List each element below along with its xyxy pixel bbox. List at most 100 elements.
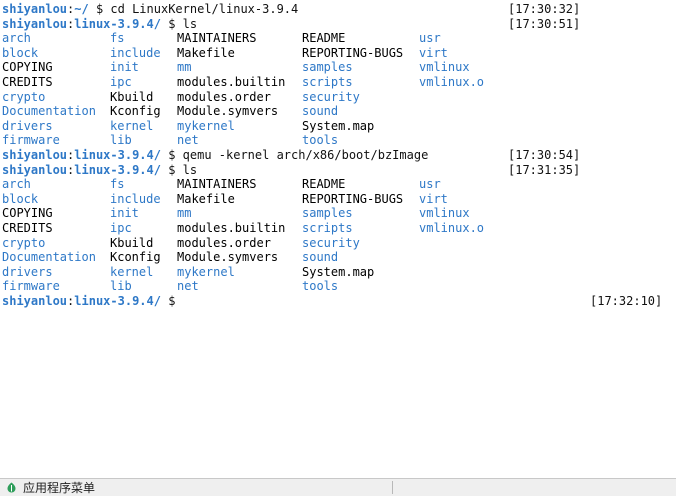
- command-text: ls: [182, 16, 198, 31]
- prompt-user: shiyanlou: [2, 2, 68, 16]
- directory-entry: ipc: [110, 220, 132, 235]
- taskbar-divider: [392, 481, 393, 494]
- prompt-user: shiyanlou: [2, 293, 68, 308]
- ls-output-row: CREDITS ipc modules.builtin scripts vmlinux.…: [2, 75, 676, 90]
- file-entry: COPYING: [2, 60, 53, 75]
- directory-entry: scripts: [302, 220, 353, 235]
- file-entry: Kbuild: [110, 235, 154, 250]
- directory-entry: drivers: [2, 118, 53, 133]
- file-entry: README: [302, 177, 346, 192]
- prompt-separator: :: [67, 293, 75, 308]
- file-entry: CREDITS: [2, 74, 53, 89]
- directory-entry: init: [110, 206, 139, 221]
- app-menu-button[interactable]: 应用程序菜单: [0, 479, 105, 496]
- directory-entry: init: [110, 60, 139, 75]
- directory-entry: block: [2, 191, 39, 206]
- directory-entry: samples: [302, 60, 353, 75]
- directory-entry: include: [110, 191, 161, 206]
- directory-entry: arch: [2, 177, 31, 192]
- directory-entry: samples: [302, 206, 353, 221]
- directory-entry: tools: [302, 279, 339, 294]
- executable-entry: vmlinux.o: [419, 220, 485, 235]
- ls-output-row: COPYING init mm samples vmlinux: [2, 60, 676, 75]
- prompt-symbol: $: [160, 16, 183, 31]
- directory-entry: firmware: [2, 279, 60, 294]
- file-entry: Kbuild: [110, 89, 154, 104]
- prompt-symbol: $: [160, 162, 183, 177]
- directory-entry: scripts: [302, 74, 353, 89]
- directory-entry: usr: [419, 31, 441, 46]
- directory-entry: Documentation: [2, 104, 96, 119]
- file-entry: Kconfig: [110, 250, 161, 265]
- file-entry: System.map: [302, 118, 375, 133]
- timestamp: [17:30:32]: [508, 2, 581, 16]
- executable-entry: vmlinux: [419, 60, 470, 75]
- directory-entry: virt: [419, 191, 448, 206]
- prompt-separator: :: [67, 162, 75, 177]
- directory-entry: firmware: [2, 133, 60, 148]
- directory-entry: fs: [110, 31, 125, 46]
- directory-entry: ipc: [110, 74, 132, 89]
- directory-entry: mm: [177, 206, 192, 221]
- ls-output-row: CREDITS ipc modules.builtin scripts vmlinux.…: [2, 221, 676, 236]
- taskbar: 应用程序菜单: [0, 478, 676, 496]
- directory-entry: fs: [110, 177, 125, 192]
- file-entry: Makefile: [177, 45, 235, 60]
- file-entry: modules.order: [177, 89, 271, 104]
- app-menu-icon: [7, 482, 16, 493]
- directory-entry: net: [177, 133, 199, 148]
- prompt-line: shiyanlou:linux-3.9.4/ $ [17:32:10]: [2, 294, 676, 309]
- directory-entry: mm: [177, 60, 192, 75]
- file-entry: modules.order: [177, 235, 271, 250]
- executable-entry: vmlinux: [419, 206, 470, 221]
- prompt-line: shiyanlou:~/ $ cd LinuxKernel/linux-3.9.…: [2, 2, 676, 17]
- file-entry: CREDITS: [2, 220, 53, 235]
- prompt-path: linux-3.9.4/: [74, 162, 161, 177]
- directory-entry: lib: [110, 133, 132, 148]
- file-entry: modules.builtin: [177, 220, 286, 235]
- timestamp: [17:30:54]: [508, 147, 581, 162]
- directory-entry: mykernel: [177, 118, 235, 133]
- directory-entry: sound: [302, 104, 339, 119]
- timestamp: [17:31:35]: [508, 162, 581, 177]
- directory-entry: arch: [2, 31, 31, 46]
- file-entry: Makefile: [177, 191, 235, 206]
- prompt-separator: :: [67, 16, 75, 31]
- ls-output-row: arch fs MAINTAINERS README usr: [2, 177, 676, 192]
- directory-entry: security: [302, 89, 360, 104]
- prompt-user: shiyanlou: [2, 147, 68, 162]
- prompt-path: linux-3.9.4/: [74, 16, 161, 31]
- directory-entry: mykernel: [177, 264, 235, 279]
- file-entry: MAINTAINERS: [177, 177, 257, 192]
- terminal-window[interactable]: shiyanlou:~/ $ cd LinuxKernel/linux-3.9.…: [0, 0, 676, 478]
- directory-entry: virt: [419, 45, 448, 60]
- prompt-separator: :: [67, 2, 75, 16]
- prompt-symbol: $: [160, 147, 183, 162]
- timestamp: [17:32:10]: [590, 293, 663, 308]
- directory-entry: kernel: [110, 264, 154, 279]
- command-text: qemu -kernel arch/x86/boot/bzImage: [182, 147, 429, 162]
- file-entry: Module.symvers: [177, 250, 279, 265]
- timestamp: [17:30:51]: [508, 16, 581, 31]
- prompt-line: shiyanlou:linux-3.9.4/ $ qemu -kernel ar…: [2, 148, 676, 163]
- executable-entry: vmlinux.o: [419, 74, 485, 89]
- command-text: cd LinuxKernel/linux-3.9.4: [110, 2, 299, 16]
- prompt-symbol: $: [88, 2, 111, 16]
- prompt-user: shiyanlou: [2, 162, 68, 177]
- file-entry: COPYING: [2, 206, 53, 221]
- file-entry: modules.builtin: [177, 74, 286, 89]
- directory-entry: usr: [419, 177, 441, 192]
- prompt-line: shiyanlou:linux-3.9.4/ $ ls[17:30:51]: [2, 17, 676, 32]
- file-entry: Module.symvers: [177, 104, 279, 119]
- prompt-path: ~/: [74, 2, 89, 16]
- prompt-separator: :: [67, 147, 75, 162]
- directory-entry: block: [2, 45, 39, 60]
- file-entry: Kconfig: [110, 104, 161, 119]
